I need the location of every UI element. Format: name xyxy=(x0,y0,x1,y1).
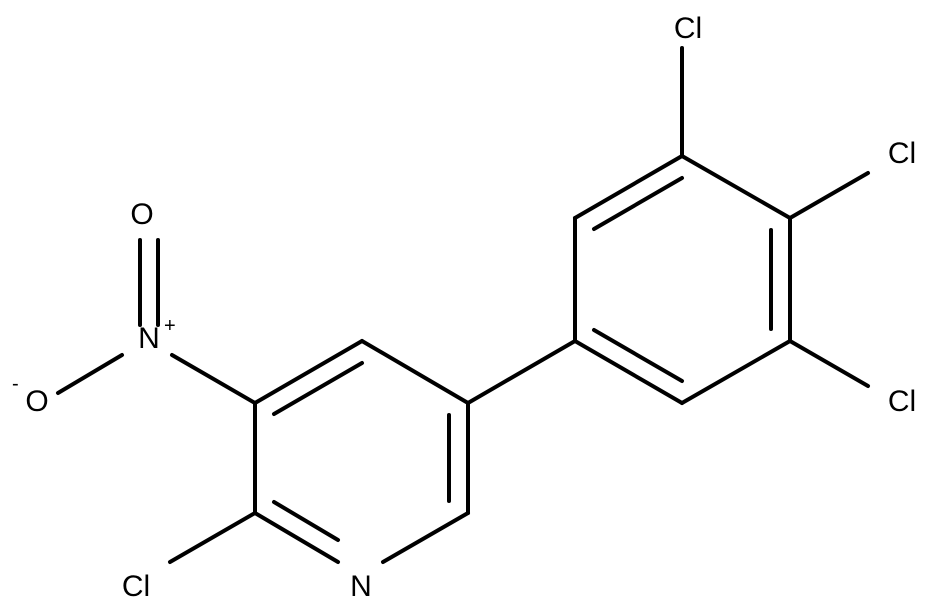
atom-cl-mid: Cl xyxy=(888,137,916,170)
bond-b5-cl xyxy=(788,339,870,388)
bond-b4-cl xyxy=(788,171,870,220)
atom-o-single: O xyxy=(25,385,48,418)
charge-o-single: - xyxy=(12,373,19,395)
atom-cl-top: Cl xyxy=(674,12,702,45)
atom-cl-bottom-left: Cl xyxy=(122,570,150,603)
bond-b5-b6 xyxy=(680,339,792,405)
bond-n1-c2-inner xyxy=(272,500,340,542)
bond-c3-c4-inner xyxy=(272,361,364,416)
bond-c5-aryl xyxy=(466,339,577,405)
bond-b6-b1 xyxy=(573,339,684,405)
atom-o-double: O xyxy=(130,198,153,231)
bond-n1-c2 xyxy=(253,511,340,564)
bond-nitro-o-single xyxy=(56,353,124,395)
bond-c4-c5 xyxy=(360,339,470,405)
bond-c3-nitro xyxy=(170,353,257,405)
bond-b6-b1-inner xyxy=(592,328,684,383)
bond-b2-b3-inner xyxy=(592,176,684,231)
atom-n-nitro: N xyxy=(138,322,160,355)
bond-c6-n1 xyxy=(381,511,470,564)
bond-c3-c4 xyxy=(253,339,364,405)
bond-b2-b3 xyxy=(573,154,684,220)
bond-b3-b4 xyxy=(680,154,792,220)
atom-cl-low: Cl xyxy=(888,385,916,418)
charge-n-nitro: + xyxy=(164,315,176,337)
atom-n-ring: N xyxy=(350,570,372,603)
bond-c2-cl xyxy=(168,511,257,564)
